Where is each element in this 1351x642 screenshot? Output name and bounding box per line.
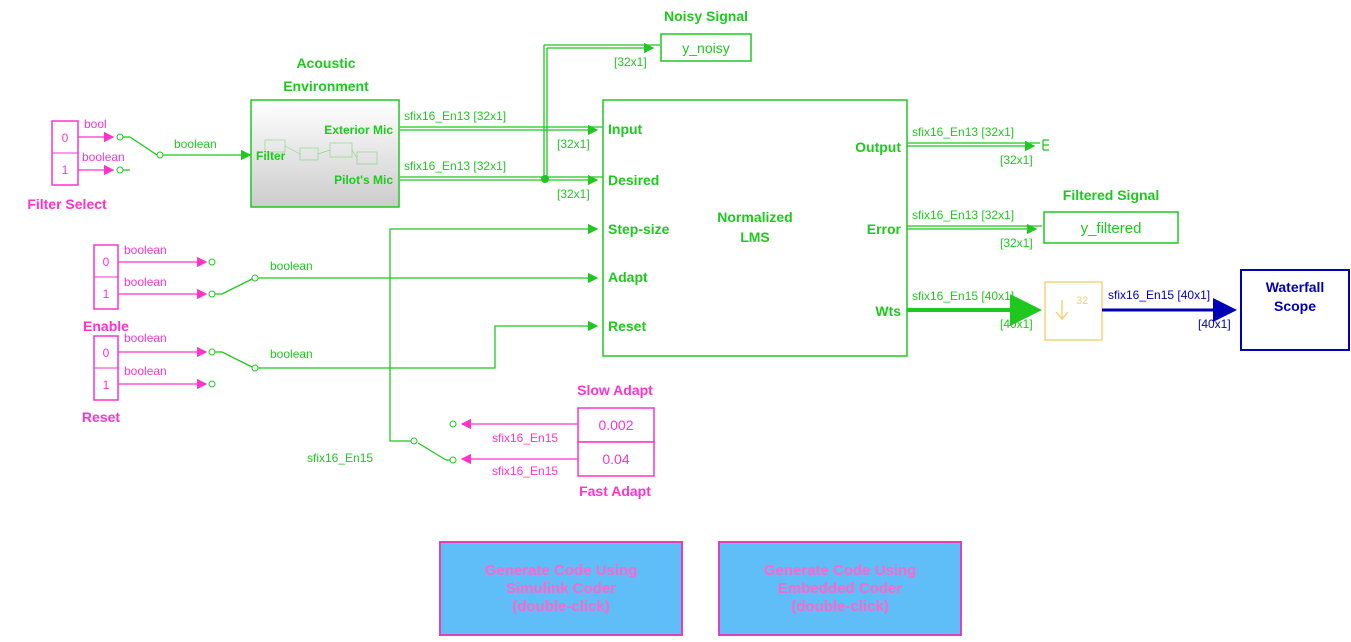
signal-label-exterior: sfix16_En13 [32x1] — [404, 109, 506, 123]
noisy-signal-outport[interactable]: y_noisy — [660, 33, 752, 62]
signal-label-boolean: boolean — [124, 364, 167, 378]
acoustic-port-filter: Filter — [256, 149, 286, 163]
error-signal-line — [907, 223, 1042, 235]
filtered-signal-name: y_filtered — [1081, 220, 1142, 237]
step-size-signal-line — [389, 223, 599, 442]
downsample-factor: 32 — [1076, 295, 1088, 307]
lms-port-reset: Reset — [608, 318, 646, 334]
noisy-branch-line — [543, 42, 660, 179]
dim-label-error: [32x1] — [1000, 236, 1033, 250]
slow-adapt-title: Slow Adapt — [577, 382, 653, 398]
signal-label-boolean: boolean — [82, 150, 125, 164]
reset-signal-line — [258, 320, 599, 369]
filtered-signal-title: Filtered Signal — [1063, 187, 1159, 203]
signal-label-boolean: boolean — [124, 331, 167, 345]
signal-label-step-size: sfix16_En15 — [307, 451, 373, 465]
dim-label-output: [32x1] — [1000, 153, 1033, 167]
fast-adapt-value: 0.04 — [602, 451, 629, 467]
dim-label-desired: [32x1] — [557, 187, 590, 201]
signal-label-boolean: boolean — [174, 137, 217, 151]
scope-name-line2: Scope — [1274, 298, 1316, 314]
lms-port-output: Output — [855, 139, 901, 155]
button-line: (double-click) — [791, 597, 889, 615]
enable-title: Enable — [83, 318, 129, 334]
signal-label-scope: sfix16_En15 [40x1] — [1108, 288, 1210, 302]
lms-port-adapt: Adapt — [608, 269, 648, 285]
reset-title: Reset — [82, 409, 120, 425]
waterfall-scope-block[interactable]: Waterfall Scope — [1240, 269, 1350, 351]
dim-label-input: [32x1] — [557, 137, 590, 151]
lms-name-line2: LMS — [740, 229, 770, 245]
lms-name-line1: Normalized — [717, 209, 792, 225]
slow-adapt-block[interactable]: 0.002 — [577, 407, 655, 443]
noisy-signal-title: Noisy Signal — [664, 8, 748, 24]
lms-port-desired: Desired — [608, 172, 659, 188]
signal-label-bool: bool — [84, 117, 107, 131]
acoustic-port-pilots-mic: Pilot's Mic — [334, 173, 393, 187]
noisy-signal-name: y_noisy — [682, 40, 729, 56]
scope-name-line1: Waterfall — [1266, 279, 1325, 295]
filter-select-title: Filter Select — [27, 196, 107, 212]
signal-label-wts: sfix16_En15 [40x1] — [912, 289, 1014, 303]
enable-value-0: 0 — [103, 255, 110, 269]
dim-label-noisy: [32x1] — [614, 55, 647, 69]
filter-select-block[interactable]: 0 1 — [51, 120, 79, 186]
filtered-signal-outport[interactable]: y_filtered — [1043, 211, 1179, 244]
slow-adapt-value: 0.002 — [598, 417, 633, 433]
signal-label-pilot: sfix16_En13 [32x1] — [404, 159, 506, 173]
filter-select-value-1: 1 — [62, 163, 69, 177]
generate-code-embedded-button[interactable]: Generate Code Using Embedded Coder (doub… — [718, 541, 962, 636]
filter-select-switch[interactable] — [116, 133, 164, 174]
button-line: (double-click) — [512, 597, 610, 615]
button-line: Generate Code Using — [763, 561, 917, 579]
acoustic-title-line1: Acoustic — [296, 55, 355, 71]
lms-port-input: Input — [608, 121, 643, 137]
fast-adapt-block[interactable]: 0.04 — [577, 441, 655, 477]
signal-label-slow: sfix16_En15 — [492, 431, 558, 445]
signal-label-output: sfix16_En13 [32x1] — [912, 125, 1014, 139]
enable-block[interactable]: 0 1 — [93, 244, 119, 310]
lms-port-wts: Wts — [875, 303, 901, 319]
signal-label-fast: sfix16_En15 — [492, 464, 558, 478]
signal-label-boolean: boolean — [270, 347, 313, 361]
reset-switch[interactable] — [208, 348, 259, 388]
dim-label-scope: [40x1] — [1198, 317, 1231, 331]
output-signal-line — [907, 140, 1040, 152]
acoustic-title-line2: Environment — [283, 78, 369, 94]
signal-label-error: sfix16_En13 [32x1] — [912, 208, 1014, 222]
acoustic-port-exterior-mic: Exterior Mic — [324, 123, 393, 137]
signal-label-boolean: boolean — [270, 259, 313, 273]
subsystem-preview-icon — [264, 139, 378, 165]
button-line: Embedded Coder — [777, 579, 903, 597]
enable-switch[interactable] — [208, 258, 259, 298]
generate-code-simulink-button[interactable]: Generate Code Using Simulink Coder (doub… — [439, 541, 683, 636]
dim-label-wts: [40x1] — [1000, 317, 1033, 331]
signal-label-boolean: boolean — [124, 275, 167, 289]
input-signal-line — [400, 124, 603, 136]
terminator-block[interactable] — [1042, 139, 1049, 151]
lms-port-step-size: Step-size — [608, 221, 670, 237]
step-size-switch[interactable] — [410, 420, 457, 464]
reset-value-1: 1 — [103, 378, 110, 392]
enable-value-1: 1 — [103, 287, 110, 301]
acoustic-environment-block[interactable]: Filter Exterior Mic Pilot's Mic — [250, 99, 400, 208]
desired-signal-line — [400, 174, 603, 186]
normalized-lms-block[interactable]: Input Desired Step-size Adapt Reset Norm… — [602, 99, 908, 357]
lms-port-error: Error — [867, 221, 902, 237]
signal-label-boolean: boolean — [124, 243, 167, 257]
filter-select-value-0: 0 — [62, 131, 69, 145]
fast-adapt-title: Fast Adapt — [579, 483, 651, 499]
button-line: Simulink Coder — [505, 579, 617, 597]
downsample-block[interactable]: 32 — [1044, 281, 1103, 341]
reset-block[interactable]: 0 1 — [93, 335, 119, 401]
reset-value-0: 0 — [103, 346, 110, 360]
button-line: Generate Code Using — [484, 561, 638, 579]
